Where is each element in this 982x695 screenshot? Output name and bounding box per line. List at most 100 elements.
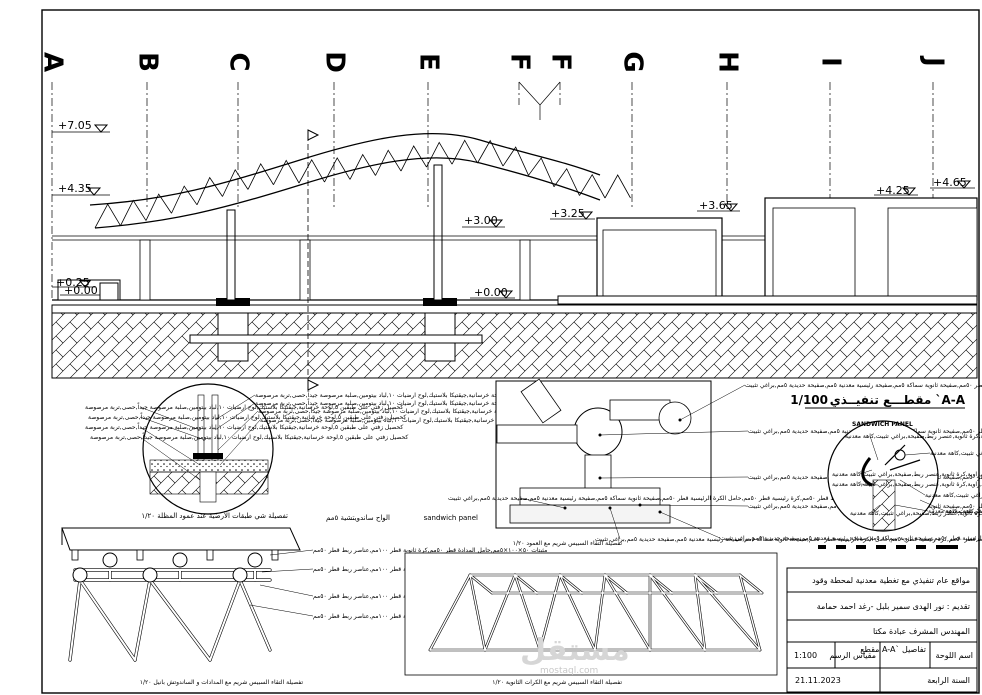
- level-mark-2: +4.35: [52, 182, 110, 196]
- callout: كحصيل زفتي على طبقين ٥,لوحة خرسانية,جيقت…: [85, 403, 403, 431]
- callout: زاوية,حديد مزدوج,زاوية,كرة ثانوية,عنصر ر…: [850, 504, 982, 517]
- grid-axis-d: D: [320, 51, 350, 210]
- callout-label: زاوية,حديد مزدوج,زاوية,كرة ثانوية,عنصر ر…: [832, 481, 982, 488]
- tb-date: 21.11.2023: [795, 676, 841, 685]
- watermark-sub: mostaql.com: [540, 666, 598, 676]
- callout-label: كحصيل زفتي على طبقين ٥,لوحة خرسانية,جيقت…: [255, 391, 573, 399]
- tb-supervisor: المهندس المشرف عبادة مكتا: [873, 627, 970, 636]
- callout-label: زاوية,حديد مزدوج,زاوية,كرة ثانوية,عنصر ر…: [925, 492, 982, 499]
- grid-axis-f: F: [546, 53, 576, 105]
- callout-label: كحصيل زفتي على طبقين ٥,لوحة خرسانية,جيقت…: [260, 416, 578, 424]
- callout: عناصر ربط قطر ٥٠مم,كرة رئيسية قطر ٥٠مم,ح…: [678, 382, 982, 422]
- callout: زاوية,حديد مزدوج,زاوية,كرة ثانوية,عنصر ر…: [899, 479, 982, 499]
- callout: كحصيل زفتي على طبقين ٥,لوحة خرسانية,جيقت…: [214, 399, 573, 431]
- callout: زاوية,حديد مزدوج,زاوية,كرة ثانوية,عنصر ر…: [919, 499, 982, 515]
- grid-axis-i: I: [816, 57, 846, 210]
- callout: كحصيل زفتي على طبقين ٥,لوحة خرسانية,جيقت…: [88, 413, 406, 441]
- tie-beam: [189, 334, 483, 344]
- callout-label: عناصر ربط قطر ٥٠مم,كرة رئيسية قطر ٥٠مم,ح…: [595, 536, 982, 543]
- tb-scale-label: مقياس الرسم: [829, 651, 876, 660]
- callout: زاوية,حديد مزدوج,زاوية,كرة ثانوية,عنصر ر…: [832, 481, 982, 488]
- callout-label: عناصر ربط قطر ٥٠مم,كرة رئيسية قطر ٥٠مم,ح…: [720, 535, 982, 542]
- callout-label: زاوية,حديد مزدوج,زاوية,كرة ثانوية,عنصر ر…: [850, 510, 982, 517]
- level-mark-1: +7.05: [52, 119, 110, 133]
- grid-axis-label: E: [414, 53, 444, 71]
- detail-sandwich: SANDWICH PANEL زاوية,حديد مزدوج,زاوية,كر…: [818, 420, 982, 549]
- detail-truss: تفصيلة التقاء السبيس شريم مع الكرات الثا…: [404, 552, 778, 686]
- callout-label: زاوية,حديد مزدوج,زاوية,كرة ثانوية,عنصر ر…: [845, 433, 982, 440]
- detail-base: كحصيل زفتي على طبقين ٥,لوحة خرسانية,جيقت…: [85, 383, 578, 520]
- tb-board-label: اسم اللوحة: [936, 651, 973, 660]
- detail-truss-frame: [404, 552, 778, 676]
- callout: مثبتات ٥٠×١٠٠×٥مم,حامل المدادة قطر ٥٠مم,…: [269, 547, 547, 556]
- sheet-frame: [41, 9, 980, 694]
- grid-axis-label: F: [505, 53, 535, 71]
- callout: كحصيل زفتي على طبقين ٥,لوحة خرسانية,جيقت…: [214, 391, 573, 421]
- canopy-bottom-chord: [94, 157, 601, 229]
- callout: عناصر ربط قطر ٥٠مم,كرة رئيسية قطر ٥٠مم,ح…: [448, 495, 858, 510]
- section-cut-marks: [307, 129, 320, 391]
- callout: زاوية,حديد مزدوج,زاوية,كرة ثانوية,عنصر ر…: [904, 450, 982, 457]
- callout: زاوية,حديد مزدوج,زاوية,كرة ثانوية,عنصر ر…: [894, 504, 982, 515]
- canopy-truss-web: [94, 139, 631, 229]
- level-label: +0.00: [474, 286, 508, 299]
- level-mark-9: +4.25: [874, 184, 918, 197]
- grid-axis-label: F: [546, 53, 576, 71]
- callout: عناصر ربط قطر ٥٠مم,كرة رئيسية قطر ٥٠مم,ح…: [595, 506, 982, 543]
- grid-axis-label: A: [38, 52, 68, 72]
- grid-axis-b: B: [133, 52, 163, 210]
- column-left: [226, 209, 236, 301]
- level-label: +0.25: [56, 276, 90, 289]
- level-label: +3.65: [699, 199, 733, 212]
- grid-axis-label: I: [816, 57, 846, 67]
- callout-label: مثبتات ٥٠×١٠٠×٥مم,حامل المدادة قطر ٥٠مم,…: [313, 547, 547, 554]
- level-label: +3.00: [464, 214, 498, 227]
- grid-axis-g: G: [618, 51, 648, 210]
- callout-label: كحصيل زفتي على طبقين ٥,لوحة خرسانية,جيقت…: [255, 399, 573, 407]
- grid-axis-label: C: [224, 52, 254, 71]
- callout-label: كحصيل زفتي على طبقين ٥,لوحة خرسانية,جيقت…: [88, 413, 406, 421]
- level-label: +3.25: [551, 207, 585, 220]
- grid-axis-f: F: [505, 53, 535, 105]
- panel-label-en: sandwich panel: [424, 514, 478, 522]
- level-markers: +7.05 +4.35 +0.25 +0.00 +3.00 +0.00 +3.2…: [52, 119, 975, 299]
- callout-label: عناصر ربط قطر ٥٠مم,كرة رئيسية قطر ٥٠مم,ح…: [745, 382, 982, 389]
- title-block: مواقع عام تنفيذي مع تغطية معدنية لمحطة و…: [786, 567, 978, 693]
- ground-hatch: [51, 311, 978, 379]
- callout: كحصيل زفتي على طبقين ٥,لوحة خرسانية,جيقت…: [217, 407, 576, 451]
- level-mark-7: +3.25: [550, 207, 595, 220]
- detail-caption: تفصيلة التقاء السبيس شريم مع العمود ١/٢٠: [513, 540, 623, 547]
- callout-label: كحصيل زفتي على طبقين ٥,لوحة خرسانية,جيقت…: [85, 403, 403, 411]
- grid-axis-h: H: [713, 51, 743, 210]
- detail-caption: تفصيلة التقاء السبيس شريم مع الكرات الثا…: [492, 679, 622, 686]
- ground-slab: [51, 304, 978, 314]
- level-label: +7.05: [58, 119, 92, 132]
- callout-label: زاوية,حديد مزدوج,زاوية,كرة ثانوية,عنصر ر…: [832, 471, 982, 478]
- callout-label: كحصيل زفتي على طبقين ٥,لوحة خرسانية,جيقت…: [90, 433, 408, 441]
- canopy-top-chord: [89, 132, 601, 206]
- callout-label: زاوية,حديد مزدوج,زاوية,كرة ثانوية,عنصر ر…: [930, 450, 982, 457]
- callout: زاوية,حديد مزدوج,زاوية,كرة ثانوية,عنصر ر…: [845, 433, 982, 461]
- level-mark-10: +4.65: [930, 176, 975, 189]
- grid-axis-c: C: [224, 52, 254, 210]
- tb-scale-value: 1:100: [794, 651, 817, 660]
- callout: عناصر ربط قطر ٥٠مم,كرة رئيسية قطر ٥٠مم,ح…: [658, 510, 982, 542]
- section-title: مقطـــع تنفيــذي `A-A 1/100: [790, 393, 966, 409]
- callout: كحصيل زفتي على طبقين ٥,لوحة خرسانية,جيقت…: [90, 433, 408, 481]
- grid-axis-label: J: [919, 55, 949, 67]
- grid-axis-label: H: [713, 51, 743, 73]
- column-base-right: [423, 298, 457, 306]
- level-mark-6: +0.00: [470, 286, 515, 299]
- detail-title: SANDWICH PANEL: [852, 421, 913, 428]
- tb-project: مواقع عام تنفيذي مع تغطية معدنية لمحطة و…: [812, 576, 970, 585]
- callout-label: كحصيل زفتي على طبقين ٥,لوحة خرسانية,جيقت…: [258, 407, 576, 415]
- svg-text:مقطـــع تنفيــذي `A-A: مقطـــع تنفيــذي `A-A: [830, 393, 966, 407]
- callout-label: زاوية,حديد مزدوج,زاوية,كرة ثانوية,عنصر ر…: [945, 508, 982, 515]
- callout: كحصيل زفتي على طبقين ٥,لوحة خرسانية,جيقت…: [85, 423, 403, 466]
- detail-caption: تفصيلة التقاء السبيس شريم مع المدادات و …: [140, 679, 304, 686]
- level-label: +0.00: [64, 284, 98, 297]
- tb-board-value: مقطع A-A` تفاصيل: [860, 644, 926, 654]
- callout-label: كحصيل زفتي على طبقين ٥,لوحة خرسانية,جيقت…: [85, 423, 403, 431]
- level-mark-5: +3.00: [462, 214, 505, 228]
